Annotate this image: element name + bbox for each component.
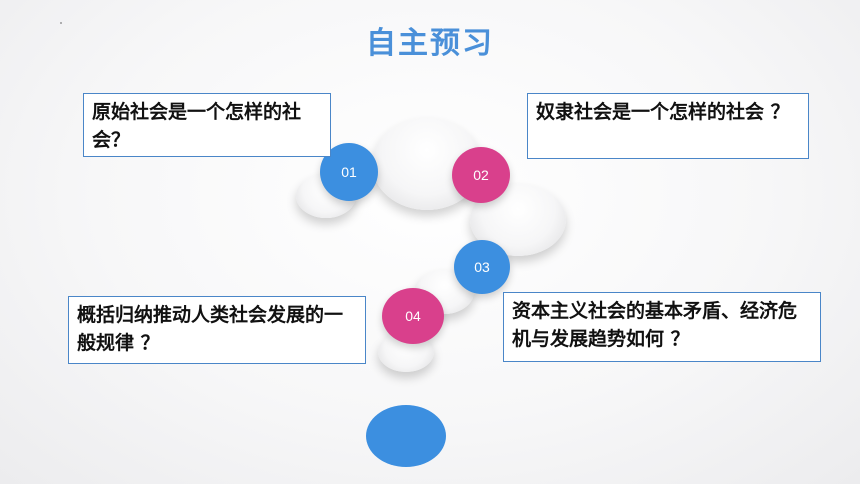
marker-04: 04 <box>382 288 444 344</box>
slide-title: 自主预习 <box>366 26 494 61</box>
question-box-4: 资本主义社会的基本矛盾、经济危机与发展趋势如何 ？ <box>503 292 821 362</box>
decorative-dot <box>60 22 62 24</box>
question-box-1: 原始社会是一个怎样的社会？ <box>83 93 331 157</box>
marker-03: 03 <box>454 240 510 294</box>
question-box-3: 概括归纳推动人类社会发展的一般规律 ？ <box>68 296 366 364</box>
marker-02: 02 <box>452 147 510 203</box>
question-mark-dot <box>366 405 446 467</box>
question-box-2: 奴隶社会是一个怎样的社会 ？ <box>527 93 809 159</box>
